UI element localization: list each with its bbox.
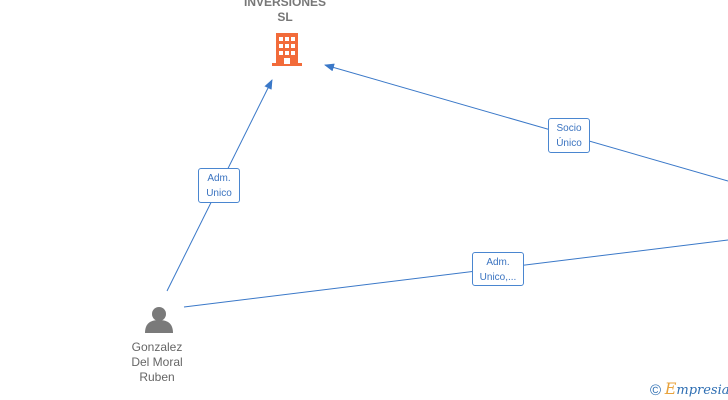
company-name-line2: SL <box>277 10 293 24</box>
building-icon[interactable] <box>272 33 302 66</box>
brand-initial: E <box>664 379 677 398</box>
person-icon[interactable] <box>145 307 173 333</box>
edge-label-adm-unico-etc[interactable]: Adm. Unico,... <box>472 252 524 286</box>
edge-line-adm-unico-etc <box>183 239 728 308</box>
company-name-line1: INVERSIONES <box>243 0 327 9</box>
person-name-line2: Del Moral <box>131 355 183 369</box>
person-name-line3: Ruben <box>139 370 175 384</box>
person-name-line1: Gonzalez <box>131 340 183 354</box>
brand-rest: mpresia <box>676 383 728 398</box>
edge-line-socio-unico <box>324 63 728 182</box>
copyright-symbol: © <box>650 382 662 399</box>
company-name[interactable]: INVERSIONES SL <box>225 0 345 25</box>
person-name[interactable]: Gonzalez Del Moral Ruben <box>109 340 205 385</box>
edge-label-adm-unico[interactable]: Adm. Unico <box>198 168 240 203</box>
empresia-watermark: © Empresia <box>650 379 728 399</box>
edge-label-socio-unico[interactable]: Socio Único <box>548 118 590 153</box>
